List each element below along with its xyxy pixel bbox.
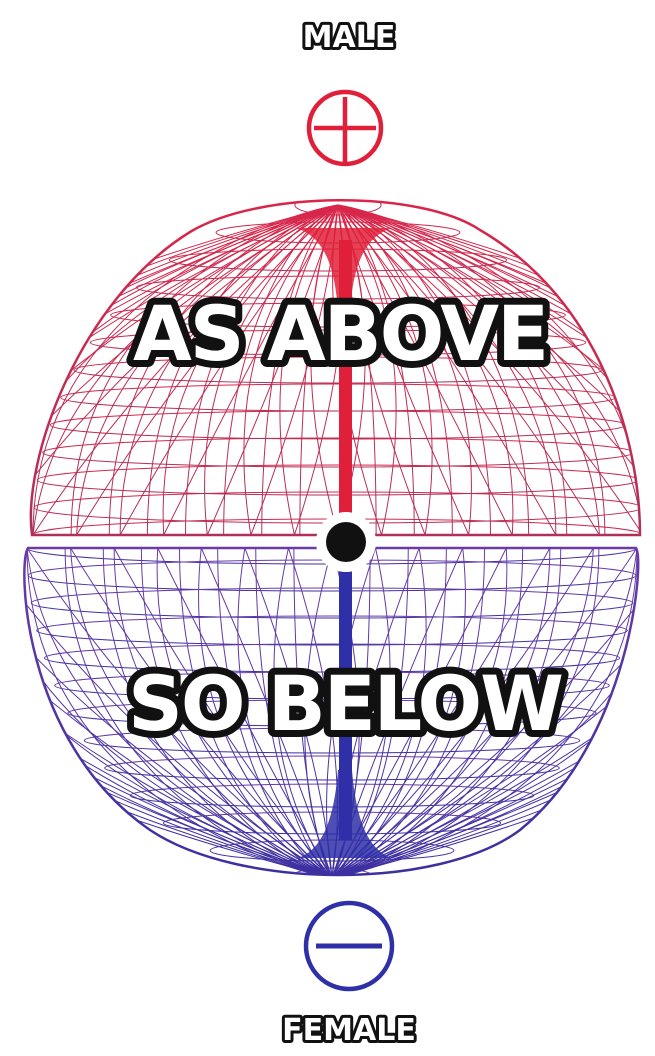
plus-icon <box>309 92 381 164</box>
as-above-text: AS ABOVE <box>133 289 547 378</box>
minus-icon <box>306 903 392 989</box>
female-label: FEMALE <box>282 1013 416 1048</box>
upper-axis-line <box>339 240 352 525</box>
male-label: MALE <box>303 20 396 55</box>
center-point <box>316 512 376 572</box>
so-below-text: SO BELOW <box>128 659 562 748</box>
